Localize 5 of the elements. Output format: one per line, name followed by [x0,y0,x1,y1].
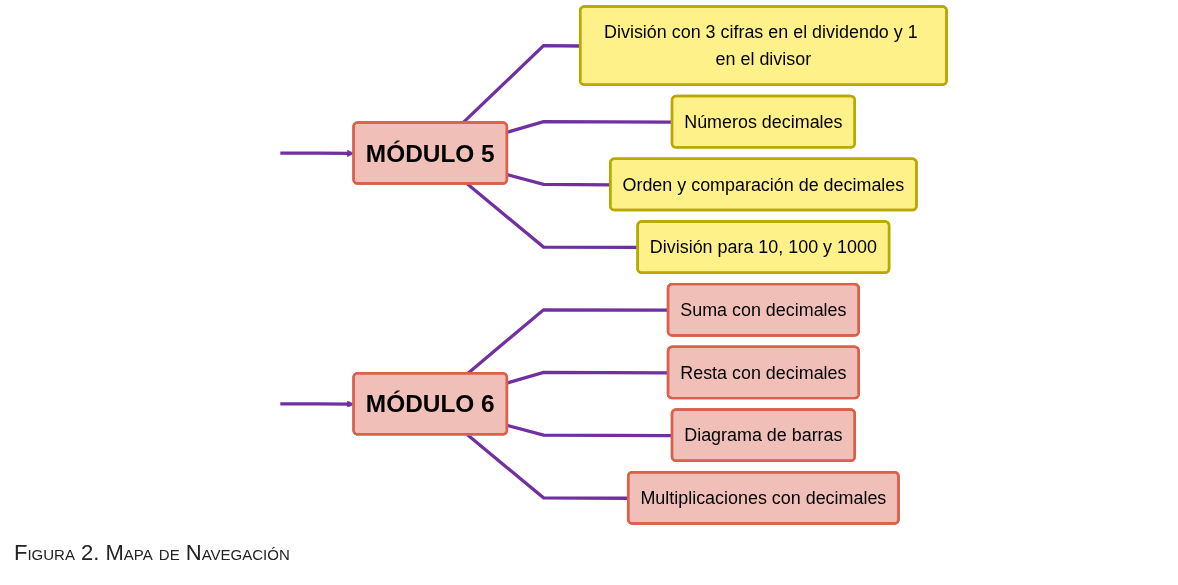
connector [506,120,673,134]
connector [506,173,611,187]
connector [506,423,673,438]
figure-caption: Figura 2. Mapa de Navegación [14,540,290,566]
connector [506,370,669,385]
